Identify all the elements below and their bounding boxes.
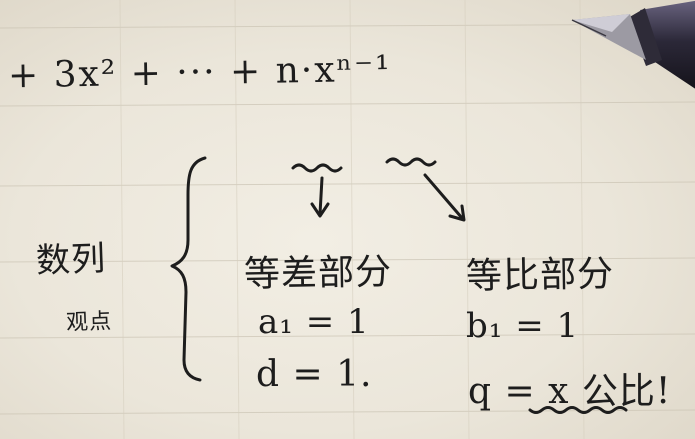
squiggle-mark-1 <box>291 163 343 173</box>
geometric-common-ratio: q = x 公比! <box>468 371 672 412</box>
squiggle-mark-2 <box>385 157 437 167</box>
diagonal-arrow <box>423 173 464 220</box>
arithmetic-common-difference: d = 1. <box>256 354 373 395</box>
wavy-underline <box>528 406 628 414</box>
down-arrow <box>318 176 324 216</box>
geometric-first-term: b₁ = 1 <box>466 306 580 346</box>
curly-brace <box>170 156 207 382</box>
arithmetic-first-term: a₁ = 1 <box>258 302 370 342</box>
